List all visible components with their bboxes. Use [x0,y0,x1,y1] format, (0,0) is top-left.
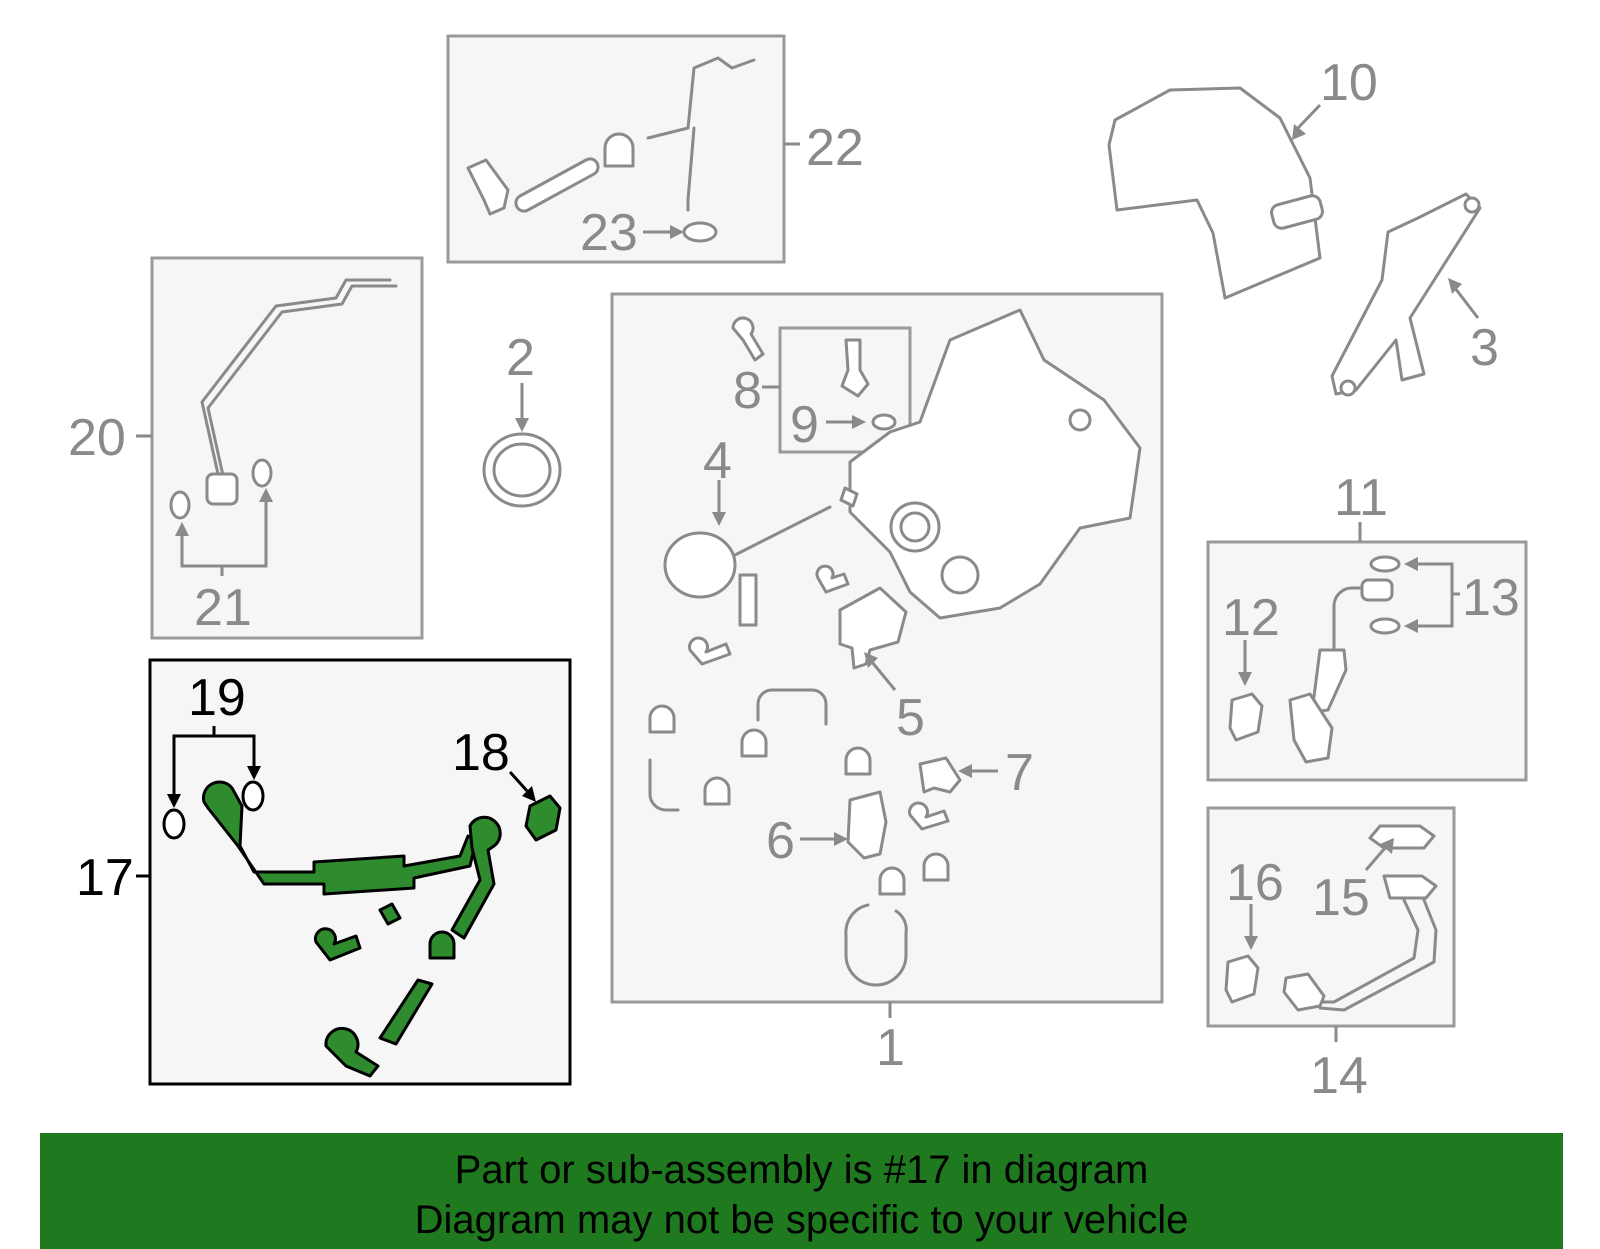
svg-text:2: 2 [506,329,535,387]
svg-text:12: 12 [1222,589,1280,647]
box-11 [1206,540,1528,782]
svg-text:11: 11 [1334,469,1388,527]
callout-6: 6 [766,812,848,870]
callout-23: 23 [580,204,684,262]
box-20 [150,256,424,640]
svg-text:13: 13 [1462,569,1520,627]
svg-text:3: 3 [1470,319,1499,377]
svg-text:8: 8 [733,362,762,420]
svg-text:7: 7 [1005,744,1034,802]
callout-15: 15 [1312,838,1394,927]
svg-text:20: 20 [68,409,126,467]
callout-21: 21 [175,488,273,637]
svg-text:6: 6 [766,812,795,870]
box-14 [1206,806,1456,1028]
svg-text:5: 5 [896,689,925,747]
svg-text:18: 18 [452,724,510,782]
box-17-highlighted [148,658,572,1086]
svg-text:16: 16 [1226,854,1284,912]
svg-text:19: 19 [188,669,246,727]
svg-text:21: 21 [194,579,252,637]
svg-text:14: 14 [1310,1047,1368,1105]
callout-18: 18 [452,724,536,802]
callout-5: 5 [864,652,925,747]
svg-text:4: 4 [703,432,732,490]
svg-text:23: 23 [580,204,638,262]
part-10-heat-shield [1107,86,1324,300]
info-banner: Part or sub-assembly is #17 in diagram D… [40,1133,1563,1249]
callout-10: 10 [1292,54,1378,140]
callout-8: 8 [733,362,780,420]
callout-1: 1 [876,1002,905,1077]
svg-text:9: 9 [790,396,819,454]
callout-7: 7 [958,744,1034,802]
part-3-bracket [1330,192,1482,397]
callout-14: 14 [1310,1026,1368,1105]
svg-text:1: 1 [876,1019,905,1077]
box-1 [610,292,1164,1004]
banner-line-1: Part or sub-assembly is #17 in diagram [454,1148,1149,1192]
svg-text:22: 22 [806,119,864,177]
callout-17[interactable]: 17 [76,849,150,907]
callout-13: 13 [1404,557,1520,633]
part-2-seal-ring [482,432,562,508]
callout-19: 19 [167,669,261,808]
callout-2: 2 [506,329,535,432]
callout-12: 12 [1222,589,1280,686]
callout-22: 22 [784,119,864,177]
box-22 [446,34,786,264]
callout-11: 11 [1334,469,1388,542]
callout-9: 9 [790,396,866,454]
banner-line-2: Diagram may not be specific to your vehi… [414,1198,1189,1242]
callout-3: 3 [1448,278,1499,377]
svg-text:17: 17 [76,849,134,907]
svg-text:15: 15 [1312,869,1370,927]
callout-4: 4 [703,432,732,526]
svg-text:10: 10 [1320,54,1378,112]
callout-20: 20 [68,409,152,467]
callout-16: 16 [1226,854,1284,950]
